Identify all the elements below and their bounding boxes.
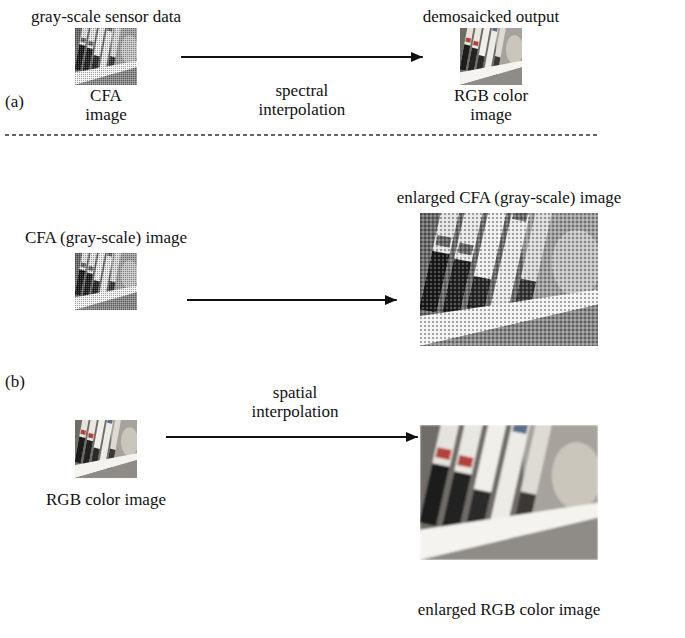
rgb-thumbnail [460,28,522,85]
image-panel: enlarged CFA (gray-scale) image [397,188,622,346]
heading-text: enlarged CFA (gray-scale) image [397,188,622,207]
cfa-thumbnail [75,253,137,310]
image-panel: RGB color image [46,420,166,509]
panel-label: (b) [5,372,25,391]
enlarged-cfa-image [420,213,598,346]
separator-line [5,134,600,136]
image-panel: demosaicked outputRGB color image [423,7,559,124]
arrow-connector [166,436,418,438]
caption-text: CFA image [76,86,136,124]
heading-text: gray-scale sensor data [31,7,181,26]
arrow-connector [187,299,397,301]
caption-text: RGB color image [441,86,541,124]
image-panel: enlarged RGB color image [418,425,600,619]
image-slot [420,425,598,560]
arrow-connector [181,56,423,58]
heading-text: demosaicked output [423,7,559,26]
image-panel: CFA (gray-scale) image [25,228,187,310]
caption-text: enlarged RGB color image [418,600,600,619]
cfa-thumbnail [75,28,137,85]
image-slot [75,420,137,478]
image-slot [420,213,598,346]
caption-text: RGB color image [46,490,166,509]
image-slot [75,28,137,85]
image-slot [75,253,137,310]
annotation-text: spatial interpolation [240,383,350,421]
rgb-thumbnail [75,420,137,478]
panel-label: (a) [5,92,24,111]
enlarged-rgb-image [420,425,598,560]
heading-text: CFA (gray-scale) image [25,228,187,247]
image-panel: gray-scale sensor dataCFA image [31,7,181,124]
edge-label: spectral interpolation [247,81,357,119]
image-slot [460,28,522,85]
